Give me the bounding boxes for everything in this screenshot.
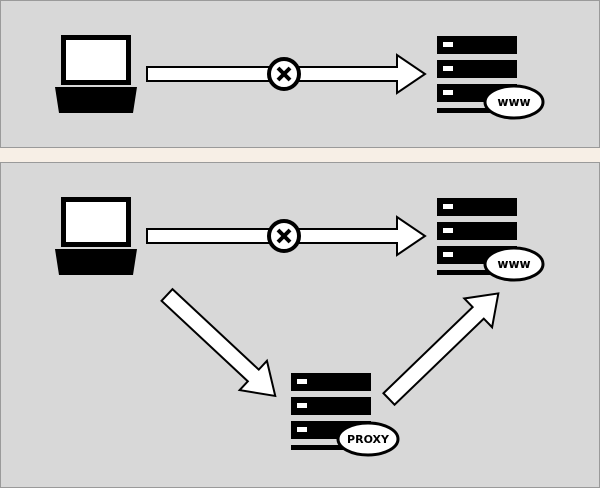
blocked-icon <box>267 57 301 91</box>
arrow-from-proxy-icon <box>382 292 500 407</box>
proxy-badge: PROXY <box>336 421 400 457</box>
proxy-label: PROXY <box>347 433 390 446</box>
arrow-to-proxy-icon <box>160 287 277 398</box>
laptop-icon <box>55 197 137 275</box>
blocked-icon <box>267 219 301 253</box>
panel-direct-blocked: www <box>0 0 600 148</box>
panel-proxy-route: www PROXY <box>0 162 600 488</box>
www-label: www <box>497 95 530 109</box>
www-badge: www <box>483 84 545 120</box>
laptop-icon <box>55 35 137 113</box>
www-badge: www <box>483 246 545 282</box>
proxy-diagram: www PROXY <box>55 197 545 457</box>
www-label: www <box>497 257 530 271</box>
direct-diagram: www <box>55 35 545 120</box>
